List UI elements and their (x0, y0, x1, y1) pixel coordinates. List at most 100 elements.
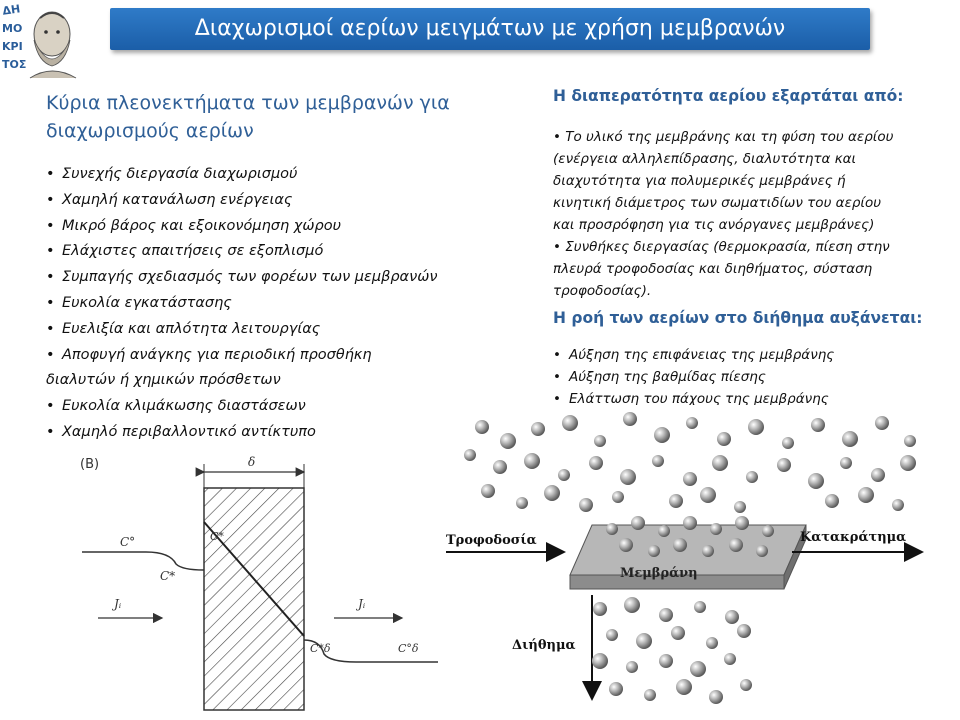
gas-molecule (777, 458, 791, 472)
gas-molecule (740, 679, 752, 691)
gas-molecule (724, 653, 736, 665)
gas-molecule (811, 418, 825, 432)
membrane-separation-diagram: Μεμβράνη Τροφοδοσία Κατακράτημα Διήθημα (440, 405, 960, 720)
gas-molecule (892, 499, 904, 511)
thickness-label: δ (248, 455, 255, 469)
text-line: και προσρόφηση για τις ανόργανες μεμβράν… (553, 217, 875, 233)
gas-molecule (756, 545, 768, 557)
gas-molecule (700, 487, 716, 503)
gas-molecule (593, 602, 607, 616)
gas-molecule (690, 661, 706, 677)
gas-molecule (589, 456, 603, 470)
svg-text:ΚΡΙ: ΚΡΙ (2, 40, 23, 53)
text-line: διαχυτότητα για πολυμερικές μεμβράνες ή (553, 173, 846, 189)
concentration-profile-diagram: (B) δ C° C* C* Jᵢ Jᵢ C*δ C°δ (58, 440, 450, 720)
gas-molecule (734, 501, 746, 513)
logo: ΔΗ ΜΟ ΚΡΙ ΤΟΣ (0, 0, 78, 80)
gas-molecule (606, 629, 618, 641)
list-item: •Χαμηλή κατανάλωση ενέργειας (46, 191, 293, 208)
gas-molecule (702, 545, 714, 557)
list-item: •Συνεχής διεργασία διαχωρισμού (46, 166, 298, 182)
gas-molecule (648, 545, 660, 557)
gas-molecule (808, 473, 824, 489)
text-line: • Το υλικό της μεμβράνης και τη φύση του… (553, 129, 894, 145)
surface-concentration-label: C* (160, 569, 175, 583)
gas-molecule (631, 516, 645, 530)
gas-molecule (710, 523, 722, 535)
list-item: •Μικρό βάρος και εξοικονόμηση χώρου (46, 217, 341, 234)
panel-label: (B) (80, 457, 99, 472)
gas-molecule (659, 654, 673, 668)
gas-molecule (694, 601, 706, 613)
text-line: • Συνθήκες διεργασίας (θερμοκρασία, πίεσ… (553, 239, 890, 255)
gas-molecule (659, 608, 673, 622)
list-item: •Ευελιξία και απλότητα λειτουργίας (46, 320, 321, 337)
gas-molecule (626, 661, 638, 673)
permeability-heading: Η διαπερατότητα αερίου εξαρτάται από: (553, 87, 904, 105)
gas-molecule (558, 469, 570, 481)
flux-left-label: Jᵢ (111, 597, 122, 611)
permeate-surface-label: C*δ (310, 642, 331, 655)
gas-molecule (619, 538, 633, 552)
list-item: •Συμπαγής σχεδιασμός των φορέων των μεμβ… (46, 269, 438, 286)
gas-molecule (717, 432, 731, 446)
flux-right-label: Jᵢ (355, 597, 366, 611)
list-item: •Αποφυγή ανάγκης για περιοδική προσθήκη (46, 346, 372, 363)
advantages-heading: Κύρια πλεονεκτήματα των μεμβρανών για δι… (46, 89, 486, 145)
gas-molecule (531, 422, 545, 436)
retentate-label: Κατακράτημα (800, 530, 906, 545)
svg-text:ΤΟΣ: ΤΟΣ (2, 58, 26, 71)
list-item: •Ελάχιστες απαιτήσεις σε εξοπλισμό (46, 243, 324, 260)
gas-molecule (904, 435, 916, 447)
list-item: •Ελάττωση του πάχους της μεμβράνης (553, 391, 829, 407)
gas-molecule (709, 690, 723, 704)
gas-molecule (481, 484, 495, 498)
gas-molecule (782, 437, 794, 449)
gas-molecule (524, 453, 540, 469)
advantages-heading-line-2: διαχωρισμούς αερίων (46, 120, 254, 142)
flux-list: •Αύξηση της επιφάνειας της μεμβράνης •Αύ… (553, 344, 834, 410)
gas-molecule (683, 472, 697, 486)
gas-molecule (464, 449, 476, 461)
gas-molecule (737, 624, 751, 638)
list-item: •Χαμηλό περιβαλλοντικό αντίκτυπο (46, 423, 316, 440)
gas-molecule (673, 538, 687, 552)
gas-molecule (612, 491, 624, 503)
gas-molecule (652, 455, 664, 467)
gas-molecule (562, 415, 578, 431)
gas-molecules-permeate (592, 597, 752, 704)
gas-molecule (658, 525, 670, 537)
gas-molecule (875, 416, 889, 430)
gas-molecule (624, 597, 640, 613)
gas-molecule (735, 516, 749, 530)
text-line: τροφοδοσίας). (553, 283, 652, 299)
gas-molecule (748, 419, 764, 435)
gas-molecule (594, 435, 606, 447)
advantages-list: •Συνεχής διεργασία διαχωρισμού •Χαμηλή κ… (46, 162, 526, 446)
membrane-concentration-label: C* (210, 530, 224, 543)
permeate-label: Διήθημα (512, 638, 575, 653)
gas-molecule (858, 487, 874, 503)
text-line: πλευρά τροφοδοσίας και διηθήματος, σύστα… (553, 261, 873, 277)
gas-molecule (900, 455, 916, 471)
gas-molecule (636, 633, 652, 649)
svg-text:ΔΗ: ΔΗ (2, 2, 21, 17)
gas-molecule (686, 417, 698, 429)
gas-molecule (500, 433, 516, 449)
text-line: (ενέργεια αλληλεπίδρασης, διαλυτότητα κα… (553, 151, 857, 167)
gas-molecule (620, 469, 636, 485)
gas-molecule (725, 610, 739, 624)
gas-molecule (669, 494, 683, 508)
gas-molecule (729, 538, 743, 552)
gas-molecule (493, 460, 507, 474)
flux-heading: Η ροή των αερίων στο διήθημα αυξάνεται: (553, 309, 923, 327)
gas-molecule (623, 412, 637, 426)
feed-concentration-label: C° (120, 535, 135, 549)
gas-molecule (516, 497, 528, 509)
gas-molecules-feed (464, 412, 916, 513)
gas-molecule (676, 679, 692, 695)
permeate-concentration-label: C°δ (398, 642, 419, 655)
gas-molecule (825, 494, 839, 508)
gas-molecule (671, 626, 685, 640)
advantages-heading-line-1: Κύρια πλεονεκτήματα των μεμβρανών για (46, 92, 450, 114)
